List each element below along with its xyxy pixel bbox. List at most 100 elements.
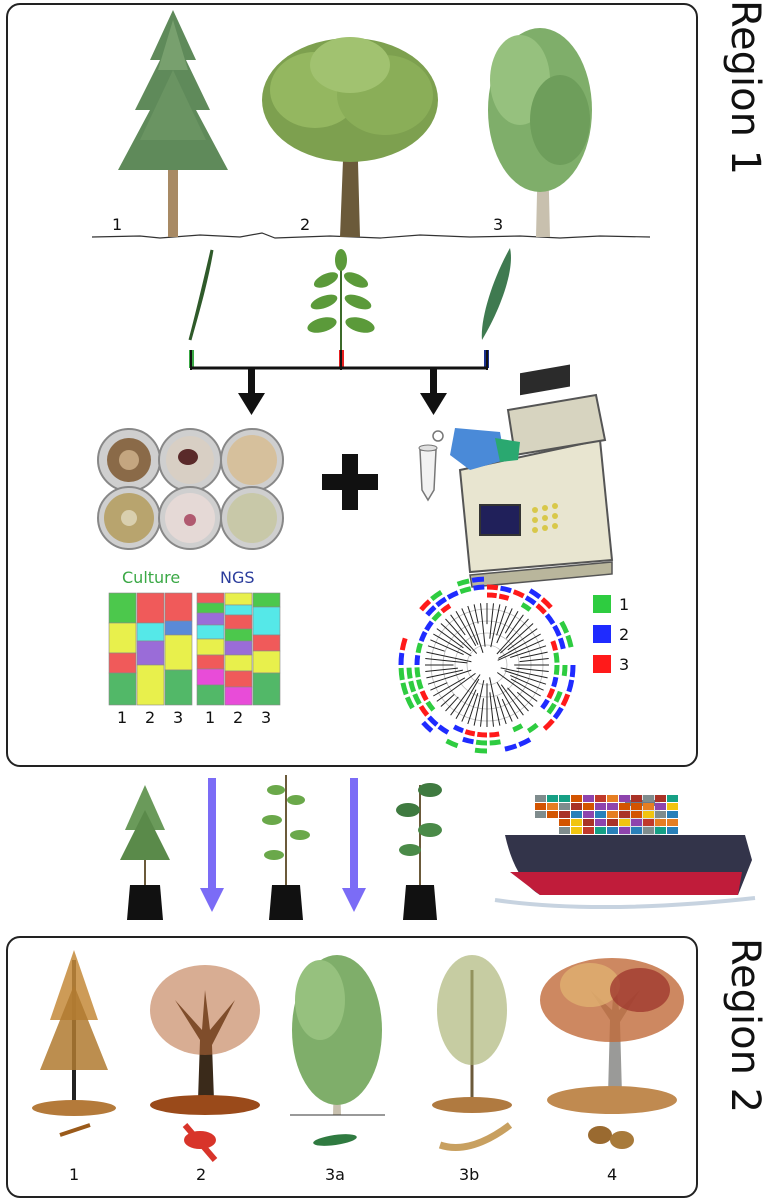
- phylo-branch: [496, 608, 513, 644]
- container-block: [667, 811, 678, 818]
- compound-leaf-icon: [307, 249, 375, 368]
- ngs-axis-label-1: 1: [205, 708, 215, 727]
- phylo-ring-segment: [500, 585, 512, 594]
- phylo-ring-segment: [399, 637, 408, 651]
- phylo-branch: [467, 693, 479, 725]
- container-block: [583, 819, 594, 826]
- phylo-ring-segment: [419, 690, 429, 702]
- culture-axis-label-1: 1: [117, 708, 127, 727]
- phylo-branch: [504, 670, 547, 685]
- tree-label-3: 3: [493, 215, 503, 234]
- tree-label-1: 1: [112, 215, 122, 234]
- phylo-branch: [440, 623, 472, 651]
- phylo-ring-segment: [518, 737, 532, 748]
- phylo-ring-segment: [445, 738, 459, 749]
- phylo-ring-segment: [473, 584, 485, 591]
- container-block: [595, 811, 606, 818]
- container-block: [583, 803, 594, 810]
- phylo-ring-segment: [512, 723, 524, 733]
- legend-label-1: 1: [619, 595, 629, 614]
- phylo-ring-segment: [452, 724, 464, 734]
- phylo-branch: [450, 614, 466, 636]
- phylo-branch: [430, 682, 448, 691]
- phylo-ring-segment: [431, 611, 442, 622]
- phylo-ring-segment: [557, 637, 566, 650]
- container-block: [595, 819, 606, 826]
- cargo-ship-icon: [494, 795, 756, 910]
- microtube-icon: [418, 430, 444, 502]
- diseased-conifer-icon: [32, 950, 116, 1137]
- phylo-ring-segment: [474, 747, 488, 754]
- phylo-ring-segment: [421, 720, 434, 733]
- phylo-ring-segment: [419, 599, 432, 612]
- phylo-branch: [507, 628, 538, 651]
- culture-axis-label-2: 2: [145, 708, 155, 727]
- container-block: [559, 803, 570, 810]
- region2-tree-label-4: 4: [607, 1165, 617, 1184]
- phylo-branch: [510, 678, 541, 697]
- phylo-ring-segment: [456, 578, 470, 587]
- phylo-ring-segment: [540, 597, 553, 610]
- container-block: [643, 795, 654, 802]
- container-block: [667, 827, 678, 834]
- phylo-branch: [505, 614, 524, 639]
- legend-swatch-1: [593, 595, 611, 613]
- phylo-branch: [500, 684, 524, 716]
- legend-swatch-3: [593, 655, 611, 673]
- phylo-branch: [455, 678, 480, 719]
- phylo-ring-segment: [446, 590, 459, 600]
- container-block: [607, 811, 618, 818]
- phylo-branch: [445, 618, 478, 654]
- phylo-ring-segment: [546, 688, 556, 700]
- conifer-tree-icon: [118, 10, 228, 237]
- container-block: [607, 803, 618, 810]
- container-block: [547, 803, 558, 810]
- phylo-ring-segment: [553, 690, 563, 703]
- phylo-branch: [467, 605, 484, 653]
- declining-eucalyptus-icon: [432, 955, 513, 1151]
- phylo-branch: [425, 658, 468, 664]
- container-block: [535, 803, 546, 810]
- phylo-branch: [436, 628, 464, 649]
- phylo-ring-segment: [560, 693, 571, 707]
- tree-label-2: 2: [300, 215, 310, 234]
- phylo-branch: [433, 633, 472, 657]
- phylo-branch: [499, 623, 534, 654]
- phylo-branch: [425, 667, 458, 672]
- phylo-branch: [426, 669, 464, 679]
- container-block: [571, 827, 582, 834]
- container-block: [631, 827, 642, 834]
- defoliated-broadleaf-icon: [150, 965, 260, 1162]
- phylo-branch: [450, 674, 481, 716]
- legend-label-2: 2: [619, 625, 629, 644]
- phylo-ring-segment: [565, 634, 574, 648]
- phylo-ring-segment: [504, 743, 518, 752]
- legend-label-3: 3: [619, 655, 629, 674]
- phylo-ring-segment: [512, 589, 525, 599]
- conifer-needle-icon: [188, 249, 214, 368]
- phylo-branch: [504, 611, 519, 634]
- container-block: [559, 827, 570, 834]
- phylo-ring-segment: [425, 605, 437, 617]
- phylo-ring-segment: [471, 576, 485, 583]
- legend: 1 2 3: [593, 595, 629, 674]
- ngs-axis-label-3: 3: [261, 708, 271, 727]
- container-block: [583, 827, 594, 834]
- region2-tree-label-1: 1: [69, 1165, 79, 1184]
- phylo-branch: [489, 692, 494, 727]
- pcr-machine-icon: [450, 364, 614, 588]
- phylo-ring-segment: [540, 698, 550, 710]
- phylo-ring-segment: [440, 603, 452, 614]
- pine-seedling-icon: [120, 785, 170, 920]
- phylo-ring-segment: [404, 696, 415, 710]
- arrow-down-icon: [342, 778, 366, 912]
- phylo-ring-segment: [486, 592, 498, 599]
- culture-label: Culture: [122, 568, 180, 587]
- container-block: [631, 803, 642, 810]
- container-block: [667, 803, 678, 810]
- container-block: [643, 819, 654, 826]
- phylo-ring-segment: [424, 620, 434, 632]
- phylo-ring-segment: [416, 679, 424, 690]
- phylo-branch: [498, 633, 541, 659]
